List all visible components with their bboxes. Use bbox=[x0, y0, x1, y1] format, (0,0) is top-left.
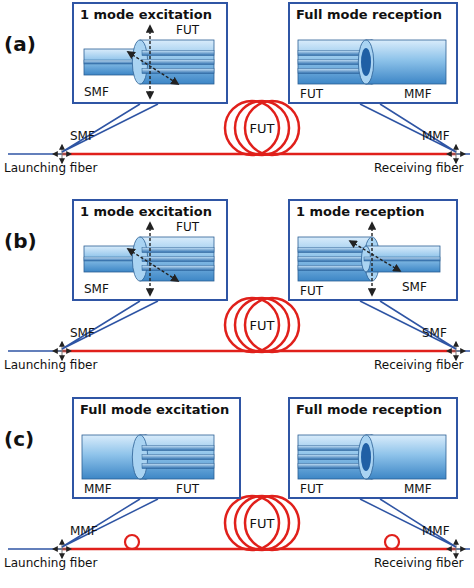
fiber-label: SMF bbox=[422, 327, 447, 339]
fiber-label: MMF bbox=[404, 88, 432, 100]
fiber-label: FUT bbox=[176, 483, 199, 495]
fiber-label: FUT bbox=[176, 221, 199, 233]
fiber-label: Launching fiber bbox=[4, 162, 97, 174]
mmf-core bbox=[361, 48, 371, 76]
fiber-end-face bbox=[358, 435, 373, 479]
fiber-label: MMF bbox=[84, 483, 112, 495]
fiber-cylinder bbox=[140, 237, 214, 281]
callout-pointer bbox=[360, 104, 456, 152]
fiber-label: FUT bbox=[176, 24, 199, 36]
fut-coil bbox=[235, 298, 289, 352]
panel-letter: (c) bbox=[4, 429, 34, 449]
coil-label: FUT bbox=[248, 121, 277, 136]
fut-coil bbox=[235, 496, 289, 550]
fiber-label: FUT bbox=[300, 285, 323, 297]
fut-coil bbox=[245, 496, 299, 550]
fiber-core bbox=[142, 257, 214, 262]
fiber-label: SMF bbox=[402, 281, 427, 293]
callout-title: 1 mode reception bbox=[290, 201, 431, 222]
fiber-label: FUT bbox=[300, 483, 323, 495]
fiber-label: MMF bbox=[70, 525, 98, 537]
panel-letter: (a) bbox=[4, 34, 36, 54]
mode-scrambler-loop bbox=[385, 535, 399, 549]
fiber-label: Receiving fiber bbox=[374, 359, 463, 371]
fiber-core bbox=[142, 446, 214, 451]
fiber-label: FUT bbox=[300, 88, 323, 100]
fiber-label: MMF bbox=[422, 525, 450, 537]
fiber-core bbox=[142, 60, 214, 65]
fiber-label: MMF bbox=[404, 483, 432, 495]
mmf-core bbox=[361, 443, 371, 471]
fiber-core bbox=[142, 464, 214, 469]
alignment-arrow bbox=[456, 540, 457, 558]
alignment-arrow bbox=[62, 145, 63, 163]
fut-coil bbox=[245, 298, 299, 352]
fiber-label: SMF bbox=[84, 283, 109, 295]
callout-pointer bbox=[62, 301, 158, 349]
callout-pointer bbox=[360, 301, 456, 349]
fiber-core bbox=[142, 266, 214, 271]
callout-pointer bbox=[360, 499, 456, 547]
fiber-label: Launching fiber bbox=[4, 359, 97, 371]
alignment-arrow bbox=[128, 249, 178, 281]
coil-label: FUT bbox=[248, 318, 277, 333]
fiber-cylinder bbox=[366, 40, 446, 84]
callout-title: Full mode excitation bbox=[74, 399, 235, 420]
fut-coil bbox=[245, 101, 299, 155]
alignment-arrow bbox=[350, 241, 400, 271]
fut-coil bbox=[235, 101, 289, 155]
fiber-core bbox=[142, 51, 214, 56]
coil-label: FUT bbox=[248, 516, 277, 531]
fiber-cylinder bbox=[366, 435, 446, 479]
alignment-arrow bbox=[456, 145, 457, 163]
callout-title: 1 mode excitation bbox=[74, 4, 218, 25]
fiber-core bbox=[142, 69, 214, 74]
callout-title: Full mode reception bbox=[290, 399, 448, 420]
callout-pointer bbox=[62, 104, 158, 152]
fiber-label: Receiving fiber bbox=[374, 557, 463, 569]
fiber-cylinder bbox=[140, 40, 214, 84]
panel-letter: (b) bbox=[4, 231, 37, 251]
mode-scrambler-loop bbox=[125, 535, 139, 549]
alignment-arrow bbox=[128, 52, 178, 84]
callout-title: 1 mode excitation bbox=[74, 201, 218, 222]
fiber-end-face bbox=[358, 40, 373, 84]
fiber-core bbox=[142, 455, 214, 460]
callout-title: Full mode reception bbox=[290, 4, 448, 25]
fiber-label: SMF bbox=[70, 130, 95, 142]
alignment-arrow bbox=[456, 342, 457, 360]
fiber-cylinder bbox=[140, 435, 214, 479]
fiber-core bbox=[142, 248, 214, 253]
alignment-arrow bbox=[371, 223, 372, 295]
fiber-label: SMF bbox=[70, 327, 95, 339]
callout-pointer bbox=[62, 499, 158, 547]
fiber-core bbox=[364, 257, 440, 261]
fiber-label: MMF bbox=[422, 130, 450, 142]
fiber-label: SMF bbox=[84, 86, 109, 98]
fiber-label: Receiving fiber bbox=[374, 162, 463, 174]
fiber-label: Launching fiber bbox=[4, 557, 97, 569]
alignment-arrow bbox=[62, 540, 63, 558]
alignment-arrow bbox=[149, 223, 150, 295]
alignment-arrow bbox=[62, 342, 63, 360]
alignment-arrow bbox=[149, 26, 150, 98]
